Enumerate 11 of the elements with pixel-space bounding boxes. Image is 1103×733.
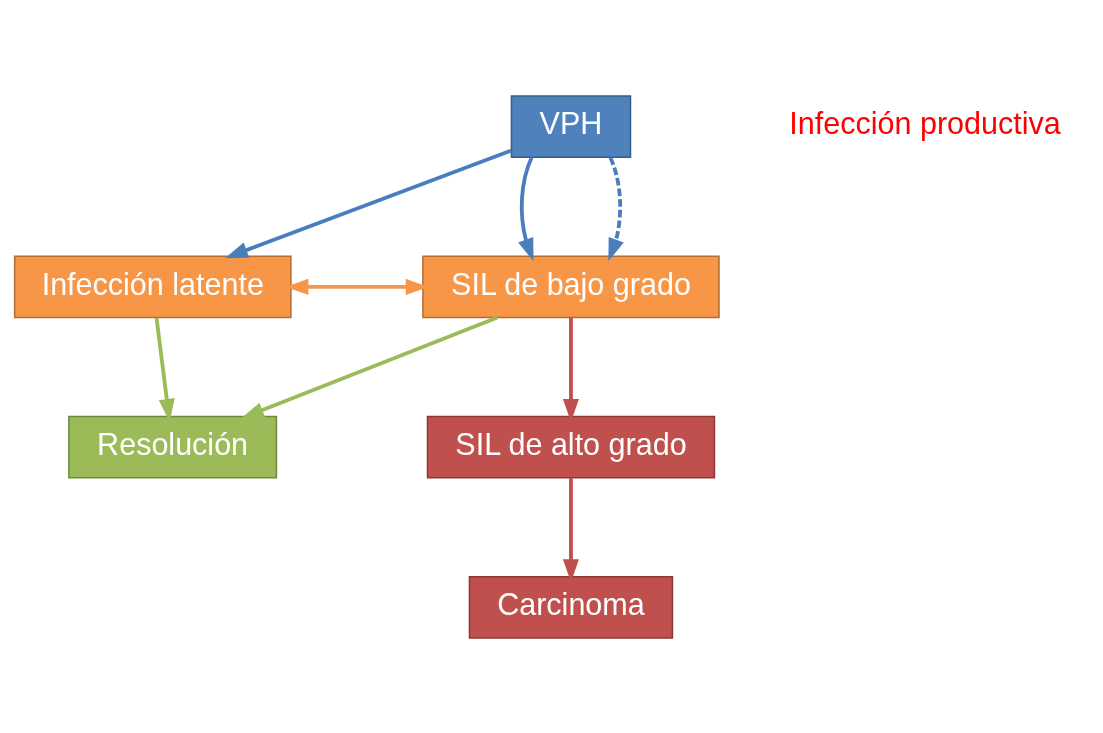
node-box: Resolución bbox=[68, 415, 278, 478]
arrow bbox=[241, 315, 499, 419]
node-box: Carcinoma bbox=[468, 575, 674, 639]
node-box: SIL de bajo grado bbox=[422, 255, 720, 318]
label: Infección productiva bbox=[789, 105, 1061, 140]
node-box: SIL de alto grado bbox=[426, 415, 716, 478]
arrow bbox=[224, 148, 512, 258]
node-box: Infección latente bbox=[13, 255, 292, 318]
arrow bbox=[608, 156, 624, 261]
arrow bbox=[518, 156, 534, 261]
node-box: VPH bbox=[510, 94, 632, 158]
